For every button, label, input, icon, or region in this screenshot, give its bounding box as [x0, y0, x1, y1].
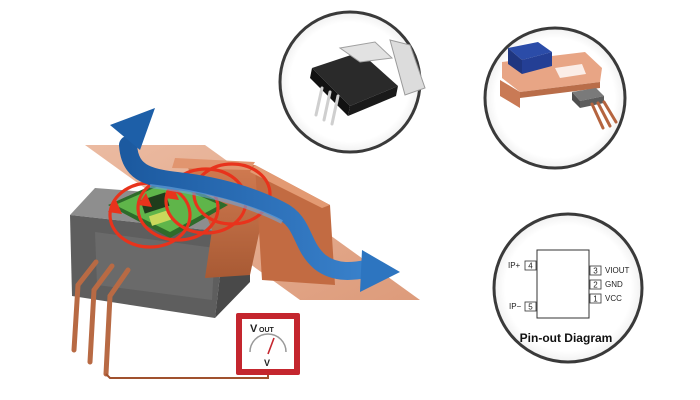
pin-number: 4 [528, 262, 533, 271]
ic-package-circle [278, 10, 426, 154]
chip-outline [536, 249, 590, 319]
pin-viout: 3 VIOUT [589, 265, 630, 276]
ic-package-icon [310, 39, 426, 126]
pin-label: IP+ [508, 261, 521, 270]
arrow-head-bottom [360, 250, 400, 292]
voltmeter-icon: V OUT V [236, 313, 300, 375]
pin-ip-plus: IP+ 4 [508, 260, 537, 271]
pinout-circle: IP+ 4 IP− 5 3 VIOUT 2 GND 1 [492, 212, 644, 364]
pin-label: VIOUT [605, 266, 630, 275]
sensor-leads [71, 259, 131, 377]
main-sensor-diagram: V OUT V [70, 108, 420, 379]
pin-label: GND [605, 280, 623, 289]
pinout-title: Pin-out Diagram [520, 331, 613, 345]
pin-vcc: 1 VCC [589, 293, 622, 304]
pin-number: 2 [593, 281, 598, 290]
current-flow-arrow [110, 108, 400, 292]
pinout-diagram: IP+ 4 IP− 5 3 VIOUT 2 GND 1 [508, 249, 630, 345]
pin-gnd: 2 GND [589, 279, 623, 290]
meter-unit: V [264, 358, 270, 368]
sensor-module-icon [500, 42, 618, 130]
pin-label: VCC [605, 294, 622, 303]
meter-title: V [250, 323, 258, 335]
field-direction-arrows [108, 186, 179, 214]
pin-number: 3 [593, 267, 598, 276]
sensor-module-circle [483, 26, 627, 170]
arrow-head-top [110, 108, 155, 150]
pin-label: IP− [509, 302, 522, 311]
pin-number: 1 [593, 295, 598, 304]
meter-title-sub: OUT [259, 327, 275, 334]
pin-number: 5 [528, 303, 533, 312]
pin-ip-minus: IP− 5 [509, 301, 537, 312]
